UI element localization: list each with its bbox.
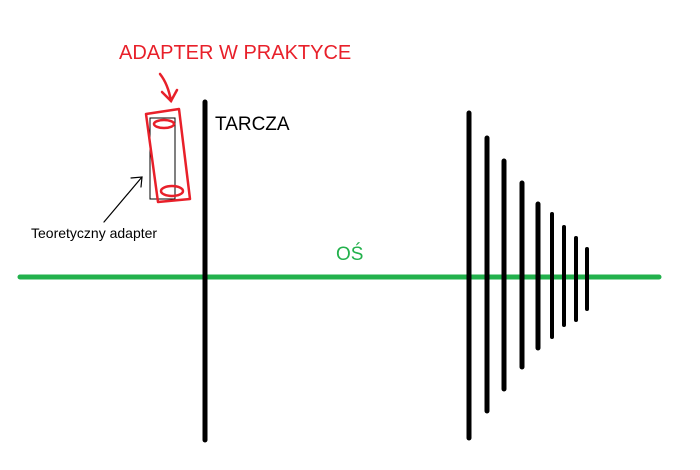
target-label: TARCZA <box>215 114 290 135</box>
practice-adapter-shape <box>144 107 192 204</box>
practice-adapter-arrow <box>158 72 179 104</box>
plate-stack <box>466 110 589 441</box>
theoretical-adapter-label: Teoretyczny adapter <box>31 225 158 241</box>
axis-label: OŚ <box>336 244 364 265</box>
adapter-practice-label: ADAPTER W PRAKTYCE <box>119 42 352 64</box>
theoretical-adapter-arrow <box>103 176 143 223</box>
theoretical-adapter-shape <box>149 117 176 200</box>
